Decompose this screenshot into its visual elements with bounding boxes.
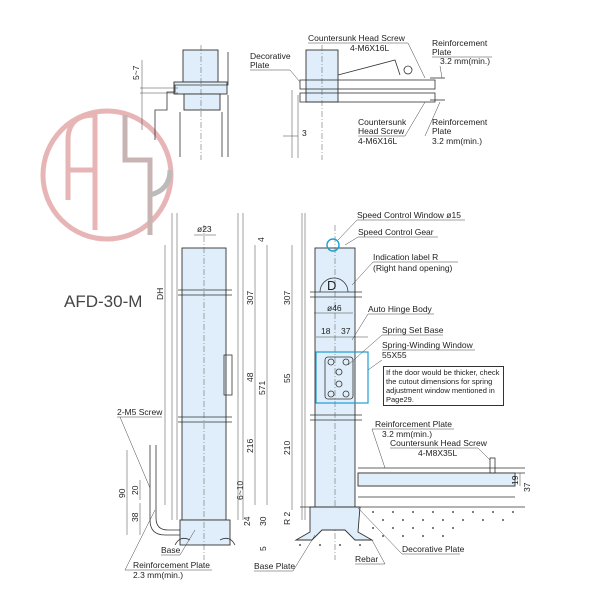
spring-window-box bbox=[315, 351, 369, 404]
label-reinf-right-spec: 3.2 mm(min.) bbox=[382, 429, 432, 439]
label-spring-window-size: 55X55 bbox=[382, 350, 407, 360]
dim-5-7: 5~7 bbox=[131, 65, 141, 80]
thickness-note: If the door would be thicker, check the … bbox=[383, 366, 504, 406]
label-screw-right-spec: 4-M8X35L bbox=[418, 448, 457, 458]
label-speed-gear: Speed Control Gear bbox=[358, 227, 434, 237]
label-spring-window: Spring-Winding Window bbox=[382, 340, 474, 350]
dim-5: 5 bbox=[258, 546, 268, 551]
label-screw-right: Countersunk Head Screw bbox=[390, 438, 488, 448]
dim-24: 24 bbox=[242, 516, 252, 526]
top-left-view: 5~7 bbox=[131, 45, 229, 160]
label-rebar: Rebar bbox=[355, 554, 378, 564]
dim-37: 37 bbox=[341, 326, 351, 336]
dim-571: 571 bbox=[257, 381, 267, 395]
dim-30: 30 bbox=[258, 516, 268, 526]
model-number: AFD-30-M bbox=[64, 292, 143, 311]
label-reinf-left: Reinforcement Plate bbox=[133, 560, 210, 570]
label-indication-1: Indication label R bbox=[373, 252, 438, 262]
label-screw-top: Countersunk Head Screw bbox=[308, 33, 406, 43]
label-letter-d: D bbox=[327, 278, 336, 293]
label-screw-bottom-2: Head Screw bbox=[358, 126, 405, 136]
label-auto-hinge-body: Auto Hinge Body bbox=[368, 304, 433, 314]
label-reinf-left-spec: 2.3 mm(min.) bbox=[133, 570, 183, 580]
left-front-view: ø23 DH 4 307 48 571 216 6~10 24 30 5 90 … bbox=[117, 213, 268, 580]
label-decorative-plate-1: Decorative bbox=[250, 51, 291, 61]
label-screw-bottom-1: Countersunk bbox=[358, 117, 407, 127]
dim-dia-23: ø23 bbox=[197, 224, 212, 234]
label-reinf-bottom-2: Plate bbox=[432, 126, 452, 136]
label-indication-2: (Right hand opening) bbox=[373, 263, 453, 273]
dim-right-19: 19 bbox=[510, 475, 520, 485]
dim-48: 48 bbox=[245, 372, 255, 382]
label-reinf-top-1: Reinforcement bbox=[432, 38, 488, 48]
dim-307: 307 bbox=[245, 291, 255, 305]
label-reinf-top-spec: 3.2 mm(min.) bbox=[440, 56, 490, 66]
dim-90: 90 bbox=[117, 488, 127, 498]
label-decorative-plate-right: Decorative Plate bbox=[402, 544, 465, 554]
label-base-plate: Base Plate bbox=[254, 561, 295, 571]
label-screw-bottom-spec: 4-M6X16L bbox=[358, 136, 397, 146]
label-reinf-bottom-spec: 3.2 mm(min.) bbox=[432, 136, 482, 146]
dim-r2: R 2 bbox=[282, 512, 292, 526]
label-screw-top-spec: 4-M6X16L bbox=[350, 43, 389, 53]
top-right-view: 3 Decorative Plate Countersunk Head Scre… bbox=[250, 33, 492, 160]
dim-right-307: 307 bbox=[282, 291, 292, 305]
dim-dia-46: ø46 bbox=[327, 303, 342, 313]
label-spring-set-base: Spring Set Base bbox=[382, 325, 444, 335]
label-decorative-plate-2: Plate bbox=[250, 60, 270, 70]
dim-3: 3 bbox=[302, 128, 307, 138]
label-reinf-top-2: Plate bbox=[432, 47, 452, 57]
speed-window-circle bbox=[326, 238, 340, 252]
logo-watermark bbox=[40, 108, 174, 242]
label-reinf-right: Reinforcement Plate bbox=[375, 419, 452, 429]
dim-right-37: 37 bbox=[522, 482, 532, 492]
dim-20: 20 bbox=[130, 485, 140, 495]
dim-6-10: 6~10 bbox=[235, 481, 245, 500]
label-base: Base bbox=[161, 545, 181, 555]
right-front-view: D ø46 18 37 307 55 210 R 2 19 37 S bbox=[254, 210, 532, 572]
dim-4: 4 bbox=[256, 237, 266, 242]
dim-dh: DH bbox=[155, 288, 165, 300]
dim-18: 18 bbox=[321, 326, 331, 336]
dim-right-210: 210 bbox=[282, 441, 292, 455]
label-reinf-bottom-1: Reinforcement bbox=[432, 117, 488, 127]
dim-right-55: 55 bbox=[282, 373, 292, 383]
label-2-m5-screw: 2-M5 Screw bbox=[117, 407, 163, 417]
dim-216: 216 bbox=[245, 439, 255, 453]
dim-38: 38 bbox=[130, 512, 140, 522]
label-speed-window: Speed Control Window ø15 bbox=[357, 210, 461, 220]
